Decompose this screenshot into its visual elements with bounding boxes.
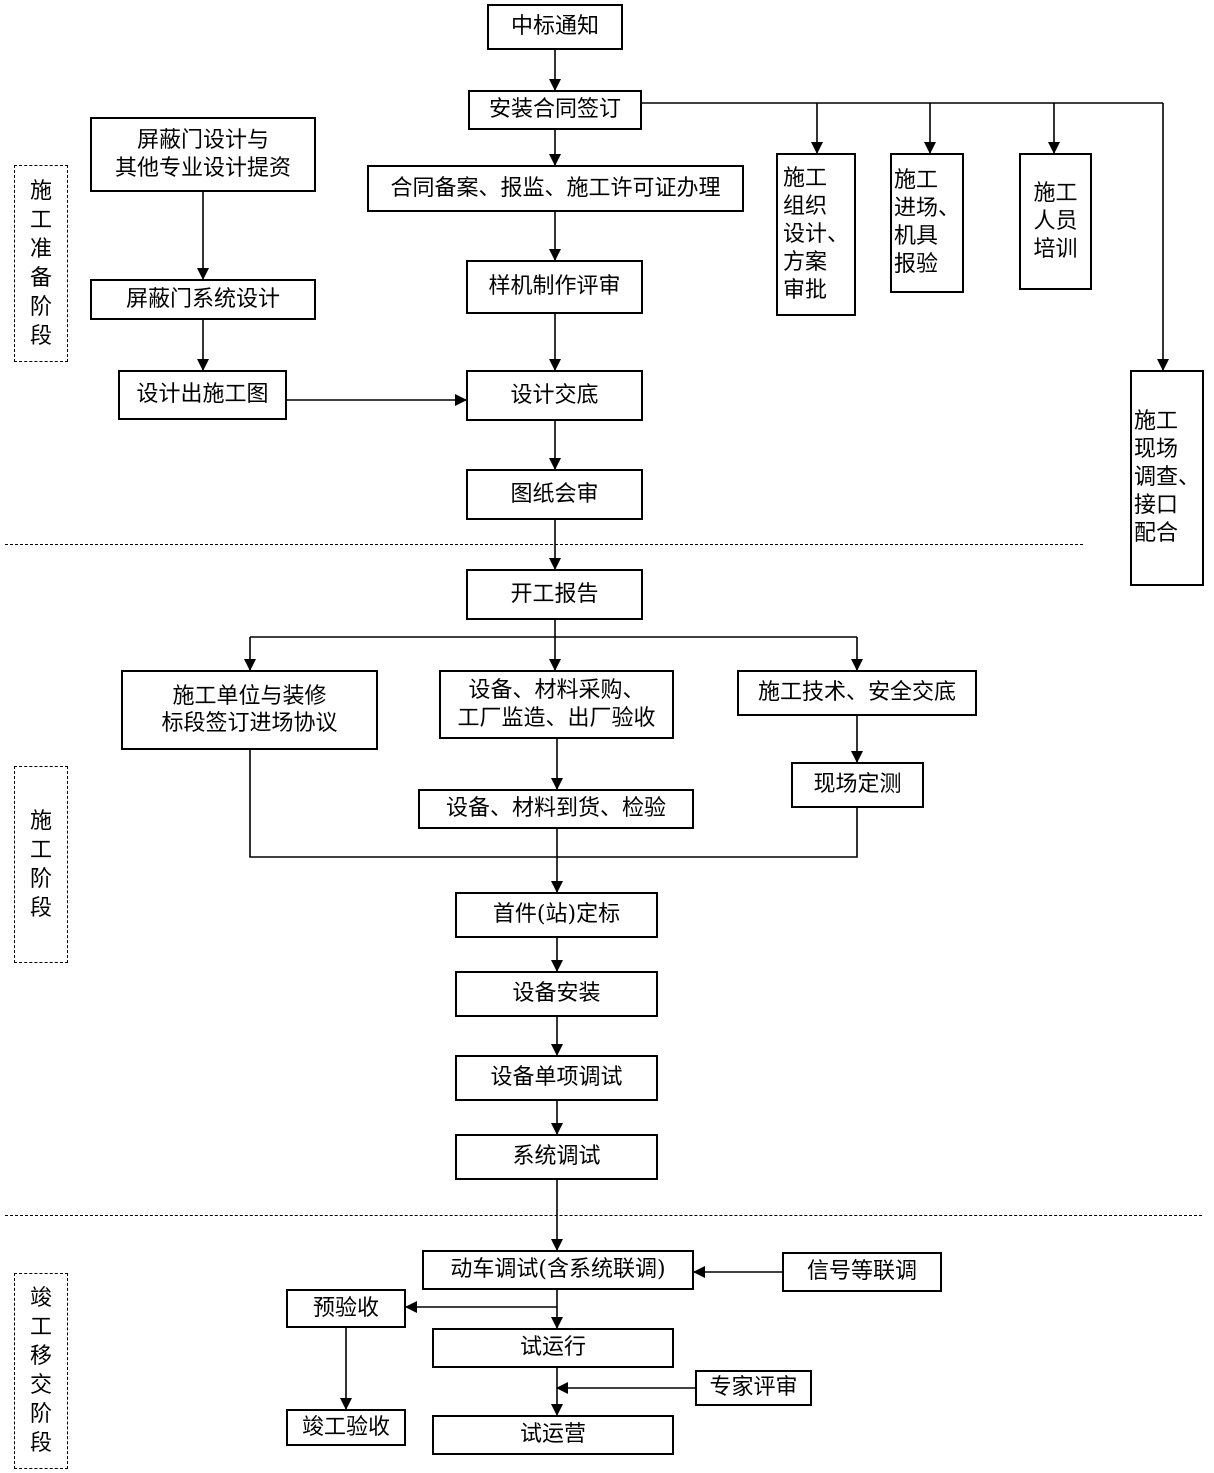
phase-label-prep: 施 工 准 备 阶 段	[14, 165, 68, 362]
merge-left	[249, 750, 557, 858]
node-first-station-benchmark: 首件(站)定标	[455, 892, 658, 938]
phase-separator-1	[5, 544, 1083, 545]
node-contract-filing: 合同备案、报监、施工许可证办理	[367, 165, 744, 212]
phase-label-completion: 竣 工 移 交 阶 段	[14, 1273, 68, 1469]
node-psd-system-design: 屏蔽门系统设计	[90, 279, 316, 320]
node-tech-safety-briefing: 施工技术、安全交底	[737, 670, 977, 716]
node-expert-review: 专家评审	[695, 1370, 812, 1406]
node-procurement: 设备、材料采购、 工厂监造、出厂验收	[439, 670, 674, 739]
node-arrival-inspection: 设备、材料到货、检验	[418, 789, 694, 829]
node-staff-training: 施工 人员 培训	[1019, 153, 1092, 290]
node-award-notice: 中标通知	[487, 4, 623, 50]
node-fitout-agreement: 施工单位与装修 标段签订进场协议	[121, 670, 378, 750]
node-contract-signing: 安装合同签订	[468, 90, 642, 130]
node-unit-test: 设备单项调试	[455, 1055, 658, 1101]
node-equipment-install: 设备安装	[455, 971, 658, 1017]
node-signal-joint-test: 信号等联调	[782, 1252, 942, 1292]
node-completion-acceptance: 竣工验收	[286, 1409, 406, 1446]
phase-separator-2	[5, 1215, 1202, 1216]
node-site-entry-inspection: 施工 进场、 机具 报验	[890, 153, 964, 293]
phase-label-construction: 施 工 阶 段	[14, 766, 68, 963]
node-pre-acceptance: 预验收	[286, 1289, 406, 1328]
merge-right	[557, 808, 858, 858]
node-org-design-approval: 施工 组织 设计、 方案 审批	[776, 153, 856, 316]
node-trial-run: 试运行	[432, 1328, 674, 1368]
node-system-test: 系统调试	[455, 1134, 658, 1180]
node-drawing-review: 图纸会审	[466, 469, 643, 520]
node-site-survey: 现场定测	[791, 762, 924, 808]
node-site-survey-interface: 施工 现场 调查、 接口 配合	[1130, 370, 1204, 586]
node-design-briefing: 设计交底	[466, 370, 643, 421]
node-prototype-review: 样机制作评审	[466, 260, 643, 314]
node-trial-operation: 试运营	[432, 1415, 674, 1455]
node-start-report: 开工报告	[466, 569, 643, 620]
node-construction-drawings: 设计出施工图	[118, 370, 287, 420]
node-train-test: 动车调试(含系统联调)	[422, 1250, 694, 1290]
node-psd-interface-data: 屏蔽门设计与 其他专业设计提资	[90, 117, 316, 192]
